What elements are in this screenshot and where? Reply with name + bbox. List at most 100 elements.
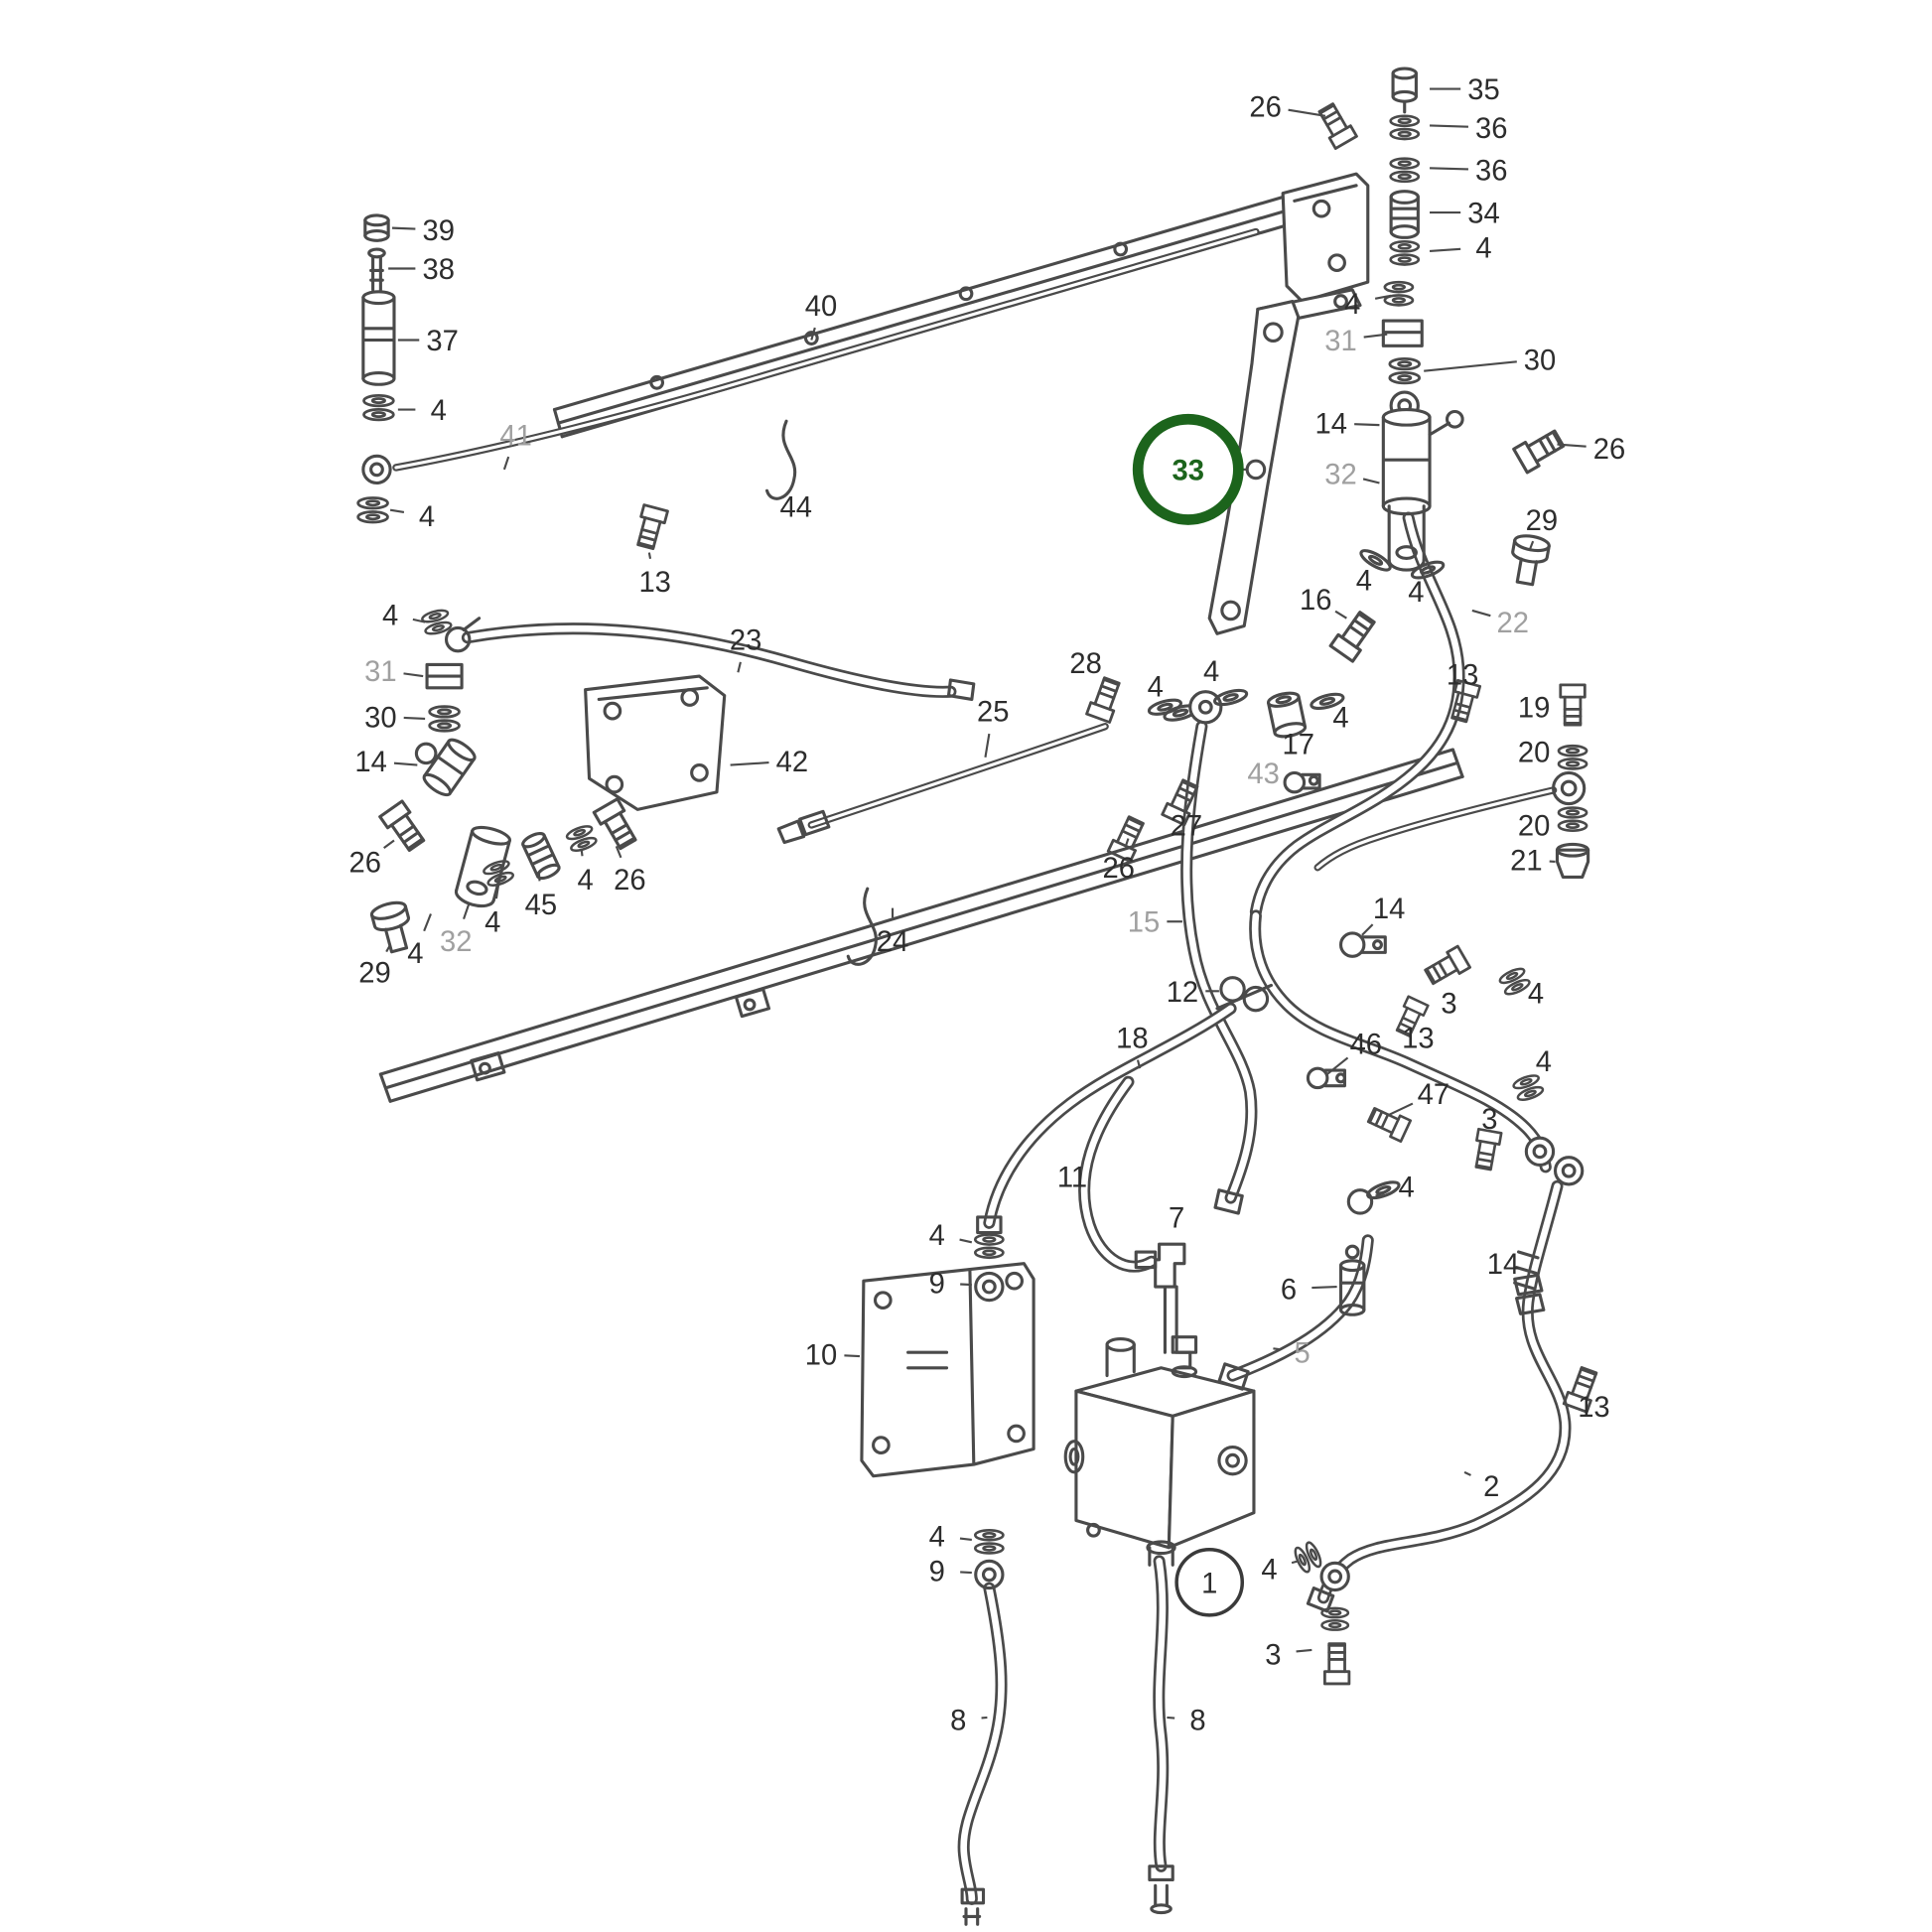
part-label-40: 40 <box>805 291 837 323</box>
leader-line-39 <box>391 226 416 230</box>
fitting-stack-37-drawing <box>356 213 396 524</box>
leader-line-3 <box>1296 1648 1312 1653</box>
leader-line-4 <box>1429 247 1461 253</box>
hoses-drawing <box>468 518 1566 1899</box>
part-label-39: 39 <box>423 215 455 247</box>
leader-line-4 <box>389 508 405 513</box>
leader-line-23 <box>737 661 742 673</box>
part-label-27: 27 <box>1171 810 1202 842</box>
part-label-31: 31 <box>1324 326 1356 357</box>
part-label-8: 8 <box>1189 1705 1205 1736</box>
part-label-4: 4 <box>1528 979 1544 1011</box>
part-label-1[interactable]: 1 <box>1201 1568 1217 1599</box>
part-label-26: 26 <box>614 865 645 897</box>
part-label-26: 26 <box>349 847 381 879</box>
diagram-linework <box>356 67 1602 1926</box>
part-label-35: 35 <box>1467 74 1499 106</box>
part-label-20: 20 <box>1518 738 1550 769</box>
leader-line-26 <box>615 845 622 859</box>
part-label-4: 4 <box>578 865 594 897</box>
leader-line-30 <box>1424 360 1517 372</box>
part-label-4: 4 <box>1408 577 1424 609</box>
part-label-28: 28 <box>1069 648 1101 680</box>
part-label-23: 23 <box>730 625 761 657</box>
part-label-33[interactable]: 33 <box>1173 455 1204 486</box>
part-label-30: 30 <box>1524 345 1556 376</box>
part-label-4: 4 <box>1261 1555 1277 1587</box>
leader-line-29 <box>385 944 392 953</box>
fitting-stack-19-21-drawing <box>1552 683 1590 880</box>
leader-line-26 <box>1125 838 1130 846</box>
part-label-4: 4 <box>419 501 435 533</box>
part-label-20: 20 <box>1518 810 1550 842</box>
leader-line-4 <box>1374 294 1392 300</box>
part-label-26: 26 <box>1249 92 1281 124</box>
part-label-19: 19 <box>1518 693 1550 725</box>
part-label-26: 26 <box>1102 853 1134 885</box>
part-label-8: 8 <box>950 1705 966 1736</box>
bracket-42-drawing <box>584 674 727 811</box>
part-label-44: 44 <box>780 491 812 523</box>
part-label-4: 4 <box>1148 671 1164 703</box>
fittings-bottom-drawing <box>960 1177 1403 1926</box>
leader-line-18 <box>1136 1059 1142 1069</box>
part-label-14: 14 <box>1315 409 1347 441</box>
part-label-2: 2 <box>1483 1471 1499 1503</box>
part-label-13: 13 <box>638 567 670 599</box>
leader-line-40 <box>810 327 816 341</box>
wire-clip-24 <box>846 887 878 966</box>
leader-line-29 <box>1529 540 1535 550</box>
part-label-45: 45 <box>525 890 557 921</box>
part-label-22: 22 <box>1496 608 1528 639</box>
leader-line-2 <box>1463 1470 1471 1476</box>
leader-line-4 <box>423 913 432 932</box>
leader-line-4 <box>1375 1191 1385 1197</box>
part-label-4: 4 <box>1475 233 1491 265</box>
part-label-4: 4 <box>1399 1172 1415 1203</box>
part-label-41: 41 <box>499 420 531 452</box>
part-label-31: 31 <box>364 656 396 688</box>
bracket-10-drawing <box>860 1262 1035 1478</box>
part-label-3: 3 <box>1481 1104 1497 1136</box>
leader-line-4 <box>959 1537 972 1542</box>
leader-line-22 <box>1471 609 1491 618</box>
part-label-12: 12 <box>1167 977 1198 1009</box>
leader-line-31 <box>403 672 424 678</box>
leader-line-5 <box>1273 1347 1280 1351</box>
leader-line-6 <box>1311 1285 1337 1290</box>
leader-line-10 <box>844 1354 861 1358</box>
wire-clip-44 <box>765 419 797 500</box>
valve-block-1-drawing <box>1063 1335 1256 1567</box>
part-label-25: 25 <box>977 697 1009 729</box>
part-label-4: 4 <box>929 1522 945 1554</box>
leader-line-36 <box>1430 124 1468 128</box>
fitting-stack-right-drawing <box>1381 67 1424 385</box>
leader-line-14 <box>1361 923 1374 936</box>
part-label-18: 18 <box>1116 1024 1148 1055</box>
leader-line-14 <box>393 761 418 766</box>
leader-line-41 <box>502 456 510 471</box>
part-label-14: 14 <box>1487 1249 1519 1281</box>
part-label-13: 13 <box>1402 1024 1434 1055</box>
clamps-drawing <box>1215 931 1533 1143</box>
part-label-6: 6 <box>1281 1274 1297 1306</box>
part-label-36: 36 <box>1475 113 1507 145</box>
leader-line-4 <box>1291 1560 1299 1565</box>
leader-line-26 <box>1557 443 1587 448</box>
part-label-10: 10 <box>805 1340 837 1372</box>
leader-line-26 <box>383 839 395 849</box>
part-label-9: 9 <box>929 1269 945 1301</box>
leader-line-9 <box>960 1571 972 1575</box>
part-label-24: 24 <box>877 926 908 958</box>
leader-line-36 <box>1430 167 1468 171</box>
leader-line-45 <box>537 873 541 882</box>
leader-line-8 <box>1167 1716 1175 1720</box>
leader-line-9 <box>960 1283 972 1287</box>
part-label-4: 4 <box>1332 702 1348 734</box>
part-label-5: 5 <box>1294 1338 1310 1370</box>
part-label-14: 14 <box>1373 894 1405 925</box>
valve-assembly-left-drawing <box>368 607 641 956</box>
